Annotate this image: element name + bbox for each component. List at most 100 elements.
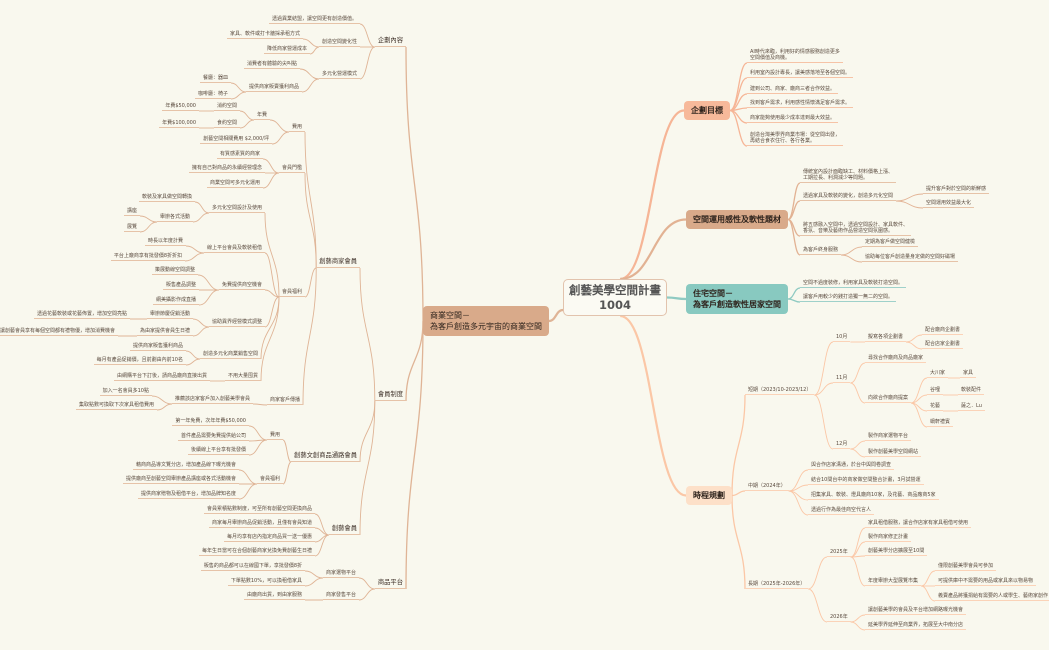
node-mid-4[interactable]: 透過行作為最佳商空代言人	[808, 507, 875, 515]
node-bm-b4[interactable]: 協助異界經營模式調整	[208, 319, 265, 327]
node-bm-b4-2-1[interactable]: 讓創藝會員享有每個空間都有禮物優，增加消費機會	[0, 328, 118, 336]
node-plan[interactable]: 企劃內容	[374, 37, 406, 47]
node-plan-3-2[interactable]: 提供商家販賣獲利商品	[245, 84, 302, 92]
node-pf[interactable]: 商品平台	[374, 579, 406, 589]
node-s2[interactable]: 透過家具及軟裝的變化，創造多元化空間	[800, 193, 897, 201]
node-bm-b3-1[interactable]: 策展動線空間調整	[151, 267, 198, 275]
node-bm-fee-2[interactable]: 創藝空間相關費用 $2,000/坪	[200, 136, 272, 144]
node-short[interactable]: 短期（2023/10-2023/12）	[745, 387, 815, 395]
node-s2-1[interactable]: 提升客戶對於空間的新鮮感	[923, 186, 990, 194]
node-bm-b1-2-2[interactable]: 展覽	[123, 224, 140, 232]
node-r2[interactable]: 讓客戶用較少的錢打造獨一無二的空間。	[800, 294, 897, 302]
node-nov[interactable]: 11月	[833, 375, 851, 383]
node-g1[interactable]: AI時代來臨，利用好的情感服務創造更多 空間價值及商機。	[747, 49, 843, 63]
node-goals[interactable]: 企劃目標	[684, 101, 730, 120]
node-s4-2[interactable]: 協助每位客戶創造量身定做的空間好磁場	[862, 254, 959, 262]
node-pf-1-2[interactable]: 下單點數10%，可以換租借家具	[227, 578, 305, 586]
node-g2[interactable]: 利用室內設計專長，讓美感落地至各個空間。	[747, 70, 854, 78]
node-bm-ben[interactable]: 會員福利	[278, 289, 305, 297]
node-am-3[interactable]: 每月均享有店內指定商品買一送一優惠	[223, 534, 315, 542]
node-oct-1-2[interactable]: 配合店家企劃書	[922, 341, 964, 349]
node-nov-2-2v[interactable]: 軟裝配件	[958, 387, 985, 395]
node-res[interactable]: 住宅空間－ 為客戶創造軟性居家空間	[686, 284, 788, 314]
node-bm-b3-2[interactable]: 販售產品調整	[162, 282, 199, 290]
node-plan-3-2-1[interactable]: 餐廳：器皿	[199, 75, 231, 83]
node-bm-fee-a2[interactable]: 食約空間	[213, 120, 240, 128]
node-dec[interactable]: 12月	[833, 441, 851, 449]
node-s3[interactable]: 將五感融入空間中，透過空間設計、家具軟件、 香氛、音樂及藝術作品營造空間氛圍感。	[800, 222, 912, 236]
node-nov-2-3v[interactable]: 薩之．Lu	[958, 403, 985, 411]
node-bm-fee-a1v[interactable]: 年費$50,000	[162, 103, 199, 111]
node-nov-2-4[interactable]: 蝸軒禮賓	[927, 419, 954, 427]
node-am[interactable]: 創藝會員	[328, 525, 360, 535]
node-membership[interactable]: 會員制度	[374, 391, 406, 401]
node-bm-b4-1-1[interactable]: 透過花藝軟裝或花藝佈置，增加空間亮點	[33, 311, 130, 319]
node-bm-b1-2[interactable]: 舉辦各式活動	[156, 214, 193, 222]
node-dec-1[interactable]: 製作商家選物平台	[865, 433, 912, 441]
node-cm-ben-2[interactable]: 提供廠商至創藝空間舉辦產品講座或各式活動機會	[122, 476, 239, 484]
node-bm-th-3[interactable]: 商業空間可多元化運用	[206, 180, 263, 188]
node-g5[interactable]: 商家能夠使用最少成本達到最大效益。	[747, 115, 839, 123]
node-nov-2-1[interactable]: 大川家	[927, 370, 949, 378]
node-y25-2[interactable]: 製作商家修正計畫	[865, 534, 912, 542]
node-bm-b2-1[interactable]: 時長以年度計費	[144, 238, 186, 246]
node-bm-sp-1-1[interactable]: 加入一名會員多10點	[99, 388, 152, 396]
node-g6[interactable]: 創造台灣美學界商業市場：從空間出發， 再結合食衣住行、各行各業。	[747, 132, 844, 146]
node-bm-fee-a2v[interactable]: 年費$100,000	[159, 120, 199, 128]
node-plan-1[interactable]: 透過異業結盟，讓空間更有創造價值。	[268, 16, 360, 24]
node-cm-fee-1[interactable]: 第一年免費，次年年費$50,000	[172, 418, 249, 426]
node-pf-2[interactable]: 商家發售平台	[322, 592, 359, 600]
node-bm-b5-2[interactable]: 每月有產品促銷價，且前劃由內前10名	[93, 357, 186, 365]
node-nov-2[interactable]: 向欲合作廠商提案	[865, 395, 912, 403]
node-bm-b1[interactable]: 多元化空間設計及使用	[208, 205, 265, 213]
node-bm-th-1[interactable]: 有質感素質的商家	[216, 151, 263, 159]
node-mid-3[interactable]: 招集家具、軟裝、燈具廠商10家，及花藝、商品廠商5家	[808, 492, 939, 500]
node-mid-1[interactable]: 與合作店家溝通，於台中與問卷調查	[808, 462, 895, 470]
node-bm-b5[interactable]: 創造多元化商業銷售空間	[199, 351, 261, 359]
node-cm-fee-2[interactable]: 首件產品需要免費提供給公司	[177, 433, 249, 441]
node-cm[interactable]: 創藝文創商品通路會員	[291, 452, 360, 462]
node-bm-b5-1[interactable]: 提供商家販售獲利商品	[129, 343, 186, 351]
node-oct[interactable]: 10月	[833, 334, 851, 342]
node-plan-2[interactable]: 創造空間變化性	[318, 39, 360, 47]
node-bm-th-2[interactable]: 擁有自己對商品的永續經營理念	[188, 165, 265, 173]
node-y25-4[interactable]: 年度舉辦大型展覽市集	[865, 578, 922, 586]
node-dec-2[interactable]: 製作創藝美學空間網站	[865, 449, 922, 457]
node-r1[interactable]: 空間不過度裝修，利用家具及軟裝打造空間。	[800, 280, 907, 288]
node-plan-3-2-2[interactable]: 咖啡廳：椅子	[194, 91, 231, 99]
node-bm-b1-2-1[interactable]: 講座	[123, 208, 140, 216]
node-y25-3[interactable]: 創藝美學分店擴展至10間	[865, 548, 928, 556]
node-nov-1[interactable]: 尋找合作廠商及商品廠家	[865, 355, 927, 363]
node-commercial[interactable]: 商業空間－ 為客戶創造多元宇宙的商業空間	[423, 306, 549, 336]
node-cm-fee[interactable]: 費用	[266, 432, 283, 440]
node-nov-2-3[interactable]: 花藝	[927, 403, 944, 411]
node-g3[interactable]: 建到公司、商家、廠商三者合作效益。	[747, 86, 839, 94]
node-bm-th[interactable]: 會員門檻	[278, 165, 305, 173]
node-y25-4-1[interactable]: 僅限創藝美學會員可參加	[935, 563, 997, 571]
node-mid[interactable]: 中期（2024年）	[745, 483, 789, 491]
node-nov-2-2[interactable]: 谷哩	[927, 387, 944, 395]
node-bm-sp-1-2[interactable]: 集取點數可換取下次家具租借費用	[75, 402, 157, 410]
node-s4-1[interactable]: 定期為客戶做空間健檢	[862, 239, 919, 247]
node-pf-1-1[interactable]: 販售的商品都可以在線國下單，享批發價8折	[200, 563, 305, 571]
node-y25-1[interactable]: 家具租借服務，讓合作店家有家具租借可使用	[865, 520, 972, 528]
node-am-2[interactable]: 商家每月舉辦商品促銷活動，且僅有會員知道	[208, 520, 315, 528]
node-plan-3-1[interactable]: 消費者有體驗的尖叫點	[243, 61, 300, 69]
node-bm-fee[interactable]: 費用	[288, 124, 305, 132]
node-s1[interactable]: 傳統室內設計面臨缺工、材料價格上漲、 工期拉長、利潤減少等問題。	[800, 169, 897, 183]
node-long[interactable]: 長期（2025年-2026年）	[745, 581, 809, 589]
node-cm-ben-3[interactable]: 提供商家贈物及租借平台，增加品牌知名度	[137, 491, 239, 499]
node-bm-sp-1[interactable]: 推薦該店家客戶加入創藝美學會員	[171, 396, 253, 404]
node-y26[interactable]: 2026年	[827, 614, 851, 622]
node-plan-2-1[interactable]: 家具、軟件或打卡牆採承租方式	[226, 31, 303, 39]
node-bm-b1-1[interactable]: 軟裝及家具做空間轉換	[138, 194, 195, 202]
node-am-1[interactable]: 會員累積點數制度，可至所有創藝空間更換商品	[203, 506, 315, 514]
node-oct-1[interactable]: 擬寫各項企劃書	[865, 334, 907, 342]
node-bm-b6-1[interactable]: 由網購平台下訂後，請商品廠商直接出貨	[113, 373, 210, 381]
node-cm-ben-1[interactable]: 藉商商品導文覽分店，增加產品線下曝光機會	[132, 462, 239, 470]
node-bm-b3-3[interactable]: 網美攝影作成直播	[152, 297, 199, 305]
node-am-4[interactable]: 每年生日當可在合個創藝商家兌換免費創藝生日禮	[198, 548, 315, 556]
node-bm-b4-2[interactable]: 為由家提供會員生日禮	[136, 328, 193, 336]
node-y25[interactable]: 2025年	[827, 549, 851, 557]
node-soft[interactable]: 空間運用感性及軟性題材	[686, 210, 788, 229]
